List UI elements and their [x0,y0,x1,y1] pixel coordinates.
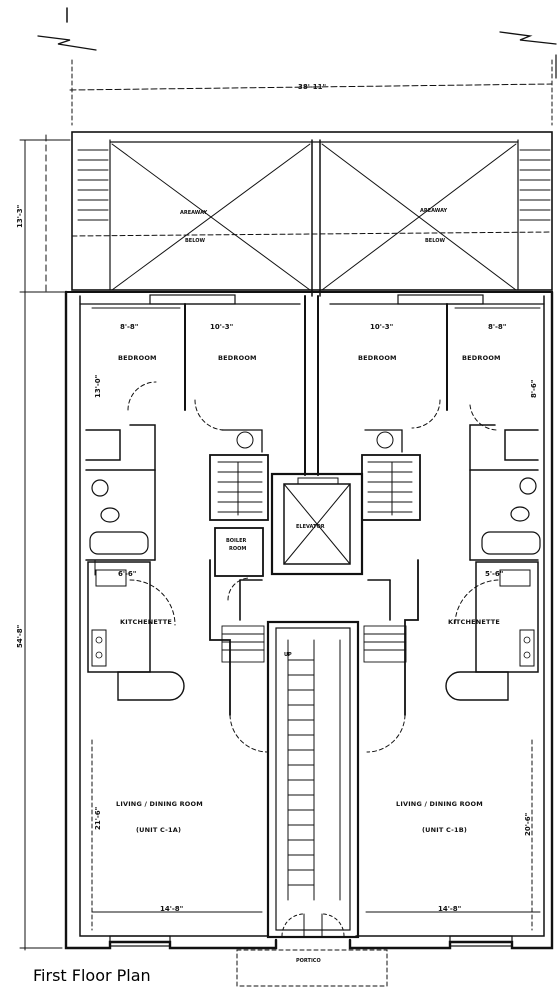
bedroom-3-label: BEDROOM [358,354,397,362]
bedroom-1-label: BEDROOM [118,354,157,362]
kitchenette-left-dimension: 6'-6" [118,570,136,578]
bedroom-1-width: 8'-8" [120,323,138,331]
living-right-label: LIVING / DINING ROOM [396,800,483,808]
elevator-label: ELEVATOR [296,524,325,530]
stair-up-label: UP [284,652,292,658]
bedroom-4-width: 8'-8" [488,323,506,331]
kitchenette-left-label: KITCHENETTE [120,618,172,626]
bedroom-left-height: 13'-0" [94,375,102,398]
portico-label: PORTICO [296,958,321,964]
bedroom-2-label: BEDROOM [218,354,257,362]
bedroom-right-height: 8'-6" [530,380,538,398]
living-left-label: LIVING / DINING ROOM [116,800,203,808]
kitchenette-right-dimension: 5'-6" [485,570,503,578]
plan-caption: First Floor Plan [33,966,151,985]
boiler-room-label-1: BOILER [226,538,247,544]
bedroom-3-width: 10'-3" [370,323,393,331]
boiler-room-label-2: ROOM [229,546,246,552]
bedroom-4-label: BEDROOM [462,354,501,362]
rear-depth-dimension: 13'-3" [16,205,24,228]
below-left-label: BELOW [185,238,205,244]
building-depth-dimension: 54'-8" [16,625,24,648]
living-left-height: 21'-6" [94,807,102,830]
living-right-width: 14'-8" [438,905,461,913]
kitchenette-right-label: KITCHENETTE [448,618,500,626]
living-right-height: 20'-6" [524,813,532,836]
below-right-label: BELOW [425,238,445,244]
overall-width-dimension: 38'-11" [298,83,326,91]
areaway-left-label: AREAWAY [180,210,207,216]
areaway-right-label: AREAWAY [420,208,447,214]
living-left-width: 14'-8" [160,905,183,913]
unit-left-label: (UNIT C-1A) [136,826,181,834]
bedroom-2-width: 10'-3" [210,323,233,331]
unit-right-label: (UNIT C-1B) [422,826,467,834]
